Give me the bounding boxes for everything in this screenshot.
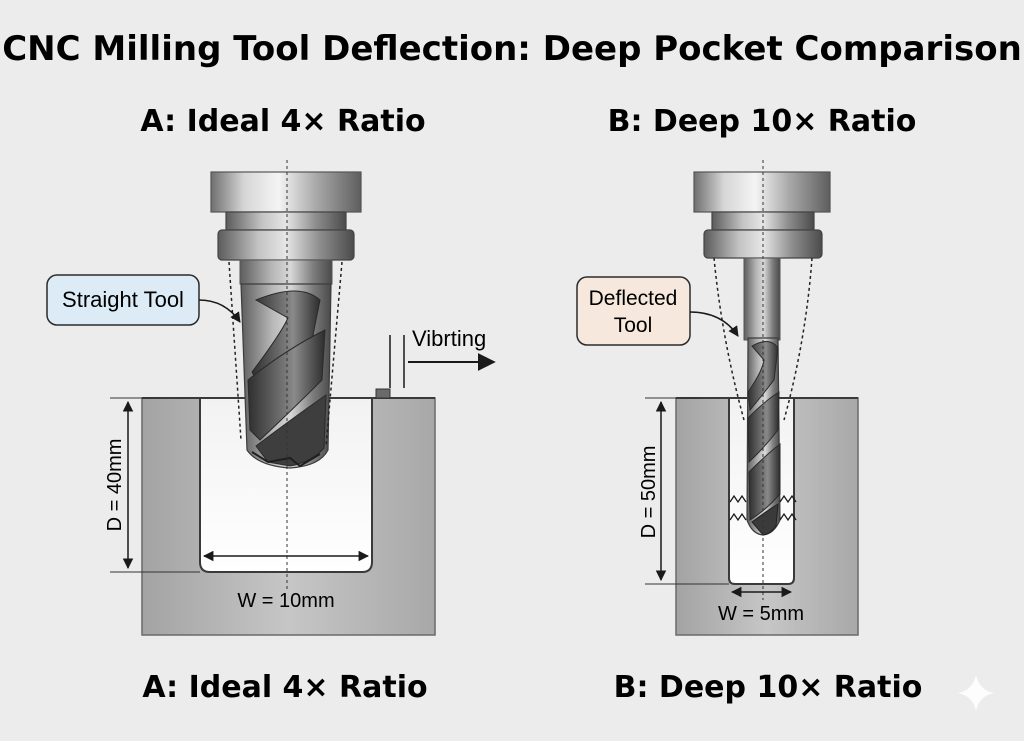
width-dimension-a: W = 10mm	[202, 550, 370, 612]
depth-label-a: D = 40mm	[104, 439, 126, 532]
callout-straight-tool: Straight Tool	[46, 274, 241, 326]
width-label-b: W = 5mm	[718, 603, 804, 625]
width-label-a: W = 10mm	[237, 590, 334, 612]
vibration-indicator: Vibrting	[389, 326, 496, 388]
panel-a: A: Ideal 4× Ratio	[46, 104, 496, 705]
spindle-b	[693, 171, 831, 259]
depth-label-b: D = 50mm	[638, 446, 660, 539]
callout-deflected-line2: Tool	[614, 314, 653, 337]
panel-b-heading-bottom: B: Deep 10× Ratio	[614, 670, 923, 705]
depth-dimension-a: D = 40mm	[104, 397, 200, 573]
callout-deflected-line1: Deflected	[589, 287, 678, 310]
vibration-label: Vibrting	[412, 326, 486, 351]
chatter-marks	[729, 494, 797, 522]
workpiece-a	[141, 388, 436, 636]
callout-deflected-tool: Deflected Tool	[576, 276, 739, 346]
panel-a-heading-bottom: A: Ideal 4× Ratio	[142, 670, 427, 705]
diagram-title: CNC Milling Tool Deflection: Deep Pocket…	[2, 29, 1022, 69]
end-mill-a	[240, 283, 332, 469]
panel-b-heading-top: B: Deep 10× Ratio	[608, 104, 917, 139]
depth-dimension-b: D = 50mm	[638, 397, 729, 585]
panel-a-heading-top: A: Ideal 4× Ratio	[140, 104, 425, 139]
sparkle-icon	[958, 675, 994, 711]
callout-straight-tool-label: Straight Tool	[62, 287, 184, 312]
spindle-a	[210, 171, 362, 285]
panel-b: B: Deep 10× Ratio	[576, 104, 923, 705]
end-mill-b	[743, 257, 781, 536]
width-dimension-b: W = 5mm	[718, 586, 804, 625]
